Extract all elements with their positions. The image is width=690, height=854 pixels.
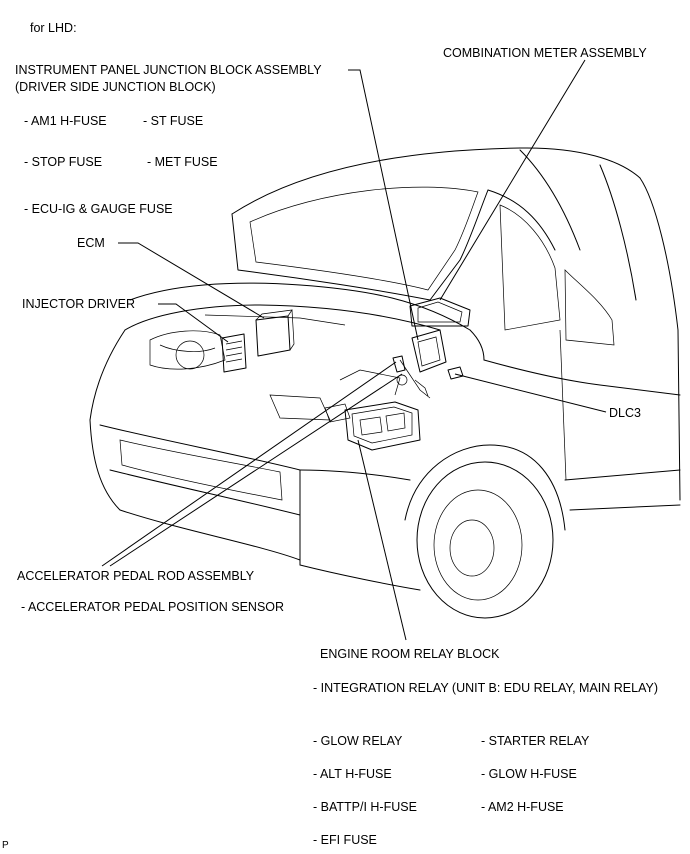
junction-block-component: [396, 329, 447, 399]
label-accel-sensor: - ACCELERATOR PEDAL POSITION SENSOR: [21, 600, 285, 614]
engine-room-relay-block-component: [324, 401, 421, 451]
label-am1-fuse: - AM1 H-FUSE: [24, 114, 107, 128]
label-ecu-ig-fuse: - ECU-IG & GAUGE FUSE: [24, 202, 173, 216]
combination-meter-component: [409, 297, 471, 327]
label-injector-driver: INJECTOR DRIVER: [22, 297, 135, 311]
label-ecm: ECM: [77, 236, 105, 250]
label-glow-fuse: - GLOW H-FUSE: [481, 767, 577, 781]
label-instrument-panel-jb: INSTRUMENT PANEL JUNCTION BLOCK ASSEMBLY: [15, 63, 322, 77]
label-integration-relay: - INTEGRATION RELAY (UNIT B: EDU RELAY, …: [313, 681, 658, 695]
label-engine-room-rb: ENGINE ROOM RELAY BLOCK: [320, 647, 500, 661]
engine-bay: [149, 314, 401, 421]
label-glow-relay: - GLOW RELAY: [313, 734, 403, 748]
vehicle-body: [89, 147, 681, 619]
dlc3-component: [447, 366, 464, 380]
label-am2-fuse: - AM2 H-FUSE: [481, 800, 564, 814]
label-battp-fuse: - BATTP/I H-FUSE: [313, 800, 417, 814]
label-driver-side-jb: (DRIVER SIDE JUNCTION BLOCK): [15, 80, 216, 94]
label-efi-fuse: - EFI FUSE: [313, 833, 377, 847]
label-alt-fuse: - ALT H-FUSE: [313, 767, 392, 781]
label-met-fuse: - MET FUSE: [147, 155, 218, 169]
injector-driver-component: [221, 333, 247, 373]
label-accel-rod: ACCELERATOR PEDAL ROD ASSEMBLY: [17, 569, 255, 583]
accelerator-pedal-component: [392, 355, 429, 397]
leader-lines: [101, 59, 607, 641]
label-combination-meter: COMBINATION METER ASSEMBLY: [443, 46, 647, 60]
footer-mark: P: [2, 840, 9, 851]
label-dlc3: DLC3: [609, 406, 641, 420]
label-st-fuse: - ST FUSE: [143, 114, 204, 128]
ecm-component: [255, 309, 295, 357]
label-stop-fuse: - STOP FUSE: [24, 155, 103, 169]
label-starter-relay: - STARTER RELAY: [481, 734, 590, 748]
header-text: for LHD:: [30, 21, 77, 35]
